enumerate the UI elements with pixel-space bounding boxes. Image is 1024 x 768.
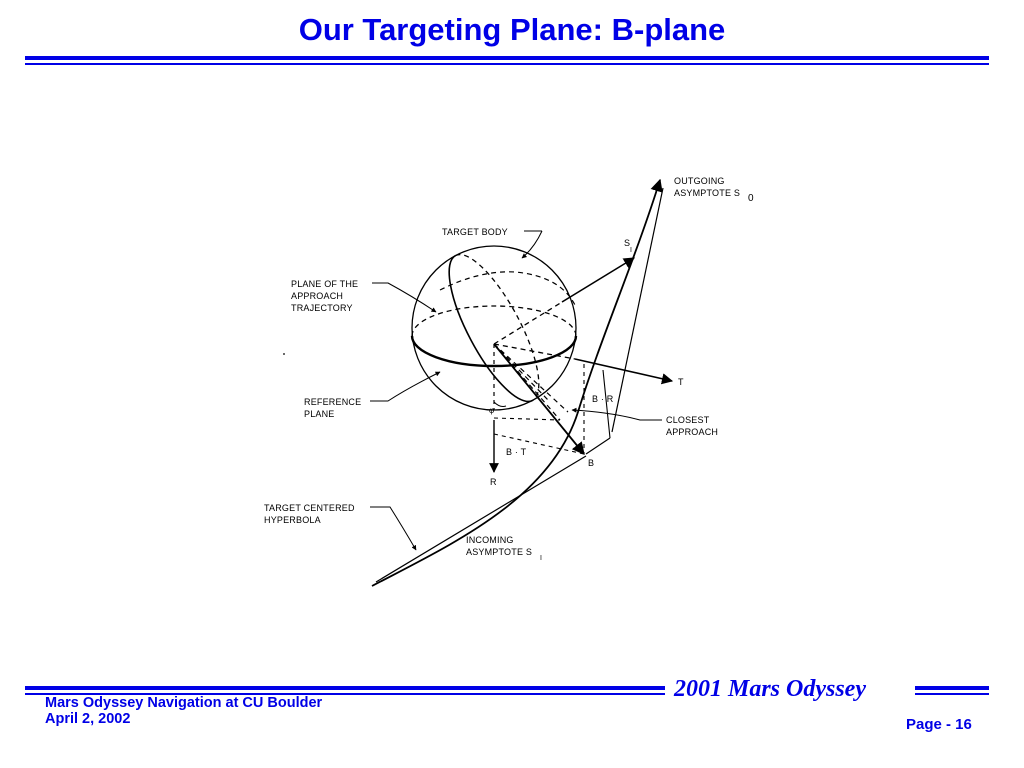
footer-date: April 2, 2002 <box>45 711 131 727</box>
r-axis-label: R <box>490 477 497 487</box>
b-plane-edge <box>493 417 561 421</box>
incoming-asymptote <box>375 455 587 583</box>
phi-arc <box>493 401 507 407</box>
footer-rule-left-thick <box>25 686 665 690</box>
leader-reference-plane <box>370 371 441 402</box>
footer-rule-right-thick <box>915 686 989 690</box>
inner-hyperbola-dashed <box>439 271 576 306</box>
t-axis-label: T <box>678 377 684 387</box>
phi-label: φ <box>489 406 494 415</box>
title-rule-thin <box>25 63 989 65</box>
s-vector-inner <box>493 301 563 345</box>
b-plane-frame-right <box>602 369 611 439</box>
footer-rule-left-thin <box>25 693 665 695</box>
s-subscript: I <box>630 247 632 254</box>
incoming-asymptote-subscript: I <box>540 555 542 562</box>
t-axis-outer <box>574 358 674 385</box>
center-to-approach-1 <box>493 343 569 413</box>
b-dot-t-label: B · T <box>506 447 527 457</box>
b-plane-frame-bottom <box>585 437 611 455</box>
reference-plane-label-1: REFERENCE <box>304 397 361 407</box>
footer-rule-right-thin <box>915 693 989 695</box>
title-rule-thick <box>25 56 989 60</box>
leader-hyperbola <box>370 506 417 551</box>
s-label: S <box>624 238 630 248</box>
reference-plane-back <box>411 305 577 337</box>
incoming-asymptote-label-2: ASYMPTOTE S <box>466 547 532 557</box>
plane-approach-label-3: TRAJECTORY <box>291 303 353 313</box>
reference-plane-front <box>410 335 578 368</box>
t-axis-inner <box>493 343 576 360</box>
plane-approach-label-1: PLANE OF THE <box>291 279 358 289</box>
s-vector-outer <box>561 257 635 303</box>
outgoing-asymptote-subscript: 0 <box>748 193 754 204</box>
page-number: Page - 16 <box>906 716 972 733</box>
center-to-approach-3 <box>493 343 549 401</box>
center-to-approach-2 <box>493 343 561 421</box>
target-centered-hyperbola <box>371 178 663 587</box>
slide-title: Our Targeting Plane: B-plane <box>298 12 726 47</box>
outgoing-asymptote-label-1: OUTGOING <box>674 176 725 186</box>
leader-target-body-curve <box>521 230 543 259</box>
hyperbola-label-2: HYPERBOLA <box>264 515 321 525</box>
b-dot-r-label: B · R <box>592 394 614 404</box>
outgoing-asymptote-label-2: ASYMPTOTE S <box>674 188 740 198</box>
footer-info: Mars Odyssey Navigation at CU Boulder Ap… <box>45 695 322 727</box>
closest-approach-label-1: CLOSEST <box>666 415 710 425</box>
closest-approach-label-2: APPROACH <box>666 427 718 437</box>
footer-brand: 2001 Mars Odyssey <box>674 676 866 702</box>
incoming-asymptote-label-1: INCOMING <box>466 535 514 545</box>
reference-plane-label-2: PLANE <box>304 409 335 419</box>
approach-plane-ellipse <box>448 253 540 403</box>
hyperbola-label-1: TARGET CENTERED <box>264 503 355 513</box>
stray-dot <box>283 353 285 355</box>
b-point-label: B <box>588 458 594 468</box>
plane-approach-label-2: APPROACH <box>291 291 343 301</box>
footer-org: Mars Odyssey Navigation at CU Boulder <box>45 695 323 711</box>
leader-closest-approach <box>571 407 662 421</box>
target-body-label: TARGET BODY <box>442 227 508 237</box>
outgoing-asymptote <box>611 187 664 433</box>
leader-plane-approach <box>372 282 437 313</box>
